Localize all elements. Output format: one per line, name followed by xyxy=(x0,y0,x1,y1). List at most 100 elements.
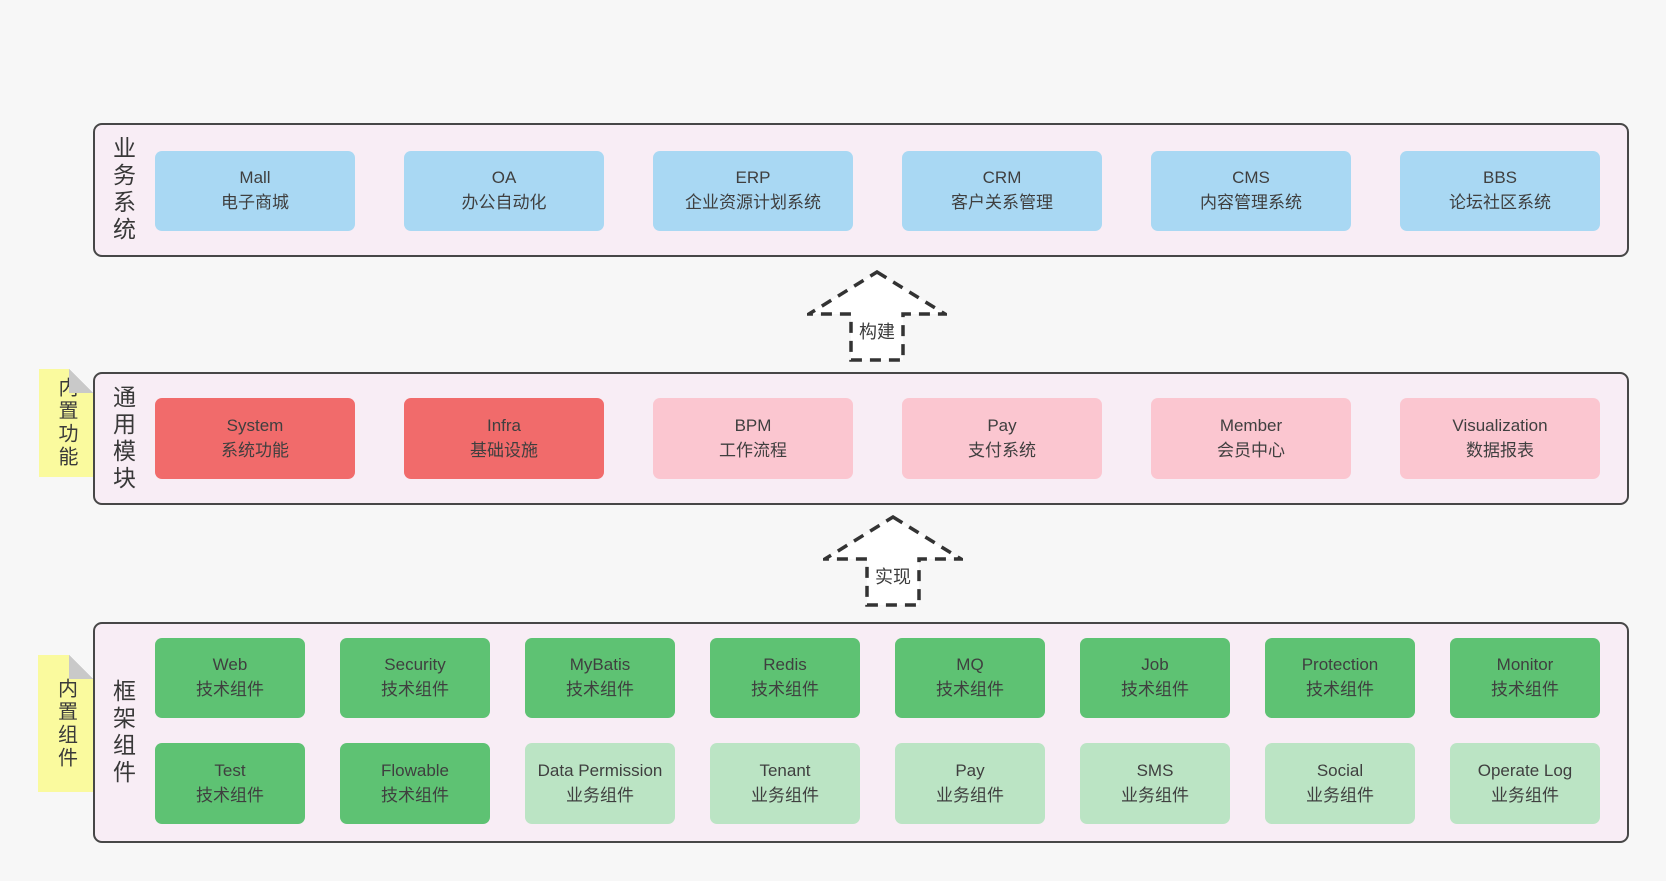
box-security: Security 技术组件 xyxy=(340,638,490,718)
box-title: MQ xyxy=(956,655,984,675)
component-boxes-row1: Web 技术组件 Security 技术组件 MyBatis 技术组件 Redi… xyxy=(95,624,1627,841)
box-social: Social 业务组件 xyxy=(1265,743,1415,824)
box-title: BBS xyxy=(1482,168,1518,188)
box-flowable: Flowable 技术组件 xyxy=(340,743,490,824)
box-sms: SMS 业务组件 xyxy=(1080,743,1230,824)
sticky-note-label: 内置功能 xyxy=(55,377,77,469)
box-erp: ERP 企业资源计划系统 xyxy=(653,151,853,231)
box-title: Operate Log xyxy=(1477,760,1573,780)
box-data-permission: Data Permission 业务组件 xyxy=(525,743,675,824)
box-crm: CRM 客户关系管理 xyxy=(902,151,1102,231)
box-title: BPM xyxy=(734,415,772,435)
box-title: System xyxy=(226,415,284,435)
box-subtitle: 业务组件 xyxy=(1491,785,1559,805)
box-title: Monitor xyxy=(1496,655,1554,675)
layer-framework-components: 框架组件 Web 技术组件 Security 技术组件 MyBatis 技术组件… xyxy=(93,622,1629,843)
box-title: OA xyxy=(491,168,517,188)
box-subtitle: 内容管理系统 xyxy=(1200,193,1302,212)
box-subtitle: 办公自动化 xyxy=(461,193,547,212)
box-infra: Infra 基础设施 xyxy=(404,398,604,479)
box-subtitle: 技术组件 xyxy=(381,785,449,805)
box-subtitle: 基础设施 xyxy=(470,440,538,460)
box-subtitle: 企业资源计划系统 xyxy=(685,193,821,212)
box-subtitle: 业务组件 xyxy=(1121,785,1189,805)
box-title: CRM xyxy=(982,168,1022,188)
box-title: CMS xyxy=(1232,168,1270,188)
box-subtitle: 业务组件 xyxy=(566,785,634,805)
box-subtitle: 客户关系管理 xyxy=(951,193,1053,212)
box-subtitle: 技术组件 xyxy=(566,680,634,699)
box-title: Security xyxy=(384,655,446,675)
box-subtitle: 技术组件 xyxy=(1491,680,1559,699)
box-operate-log: Operate Log 业务组件 xyxy=(1450,743,1600,824)
box-redis: Redis 技术组件 xyxy=(710,638,860,718)
box-title: Flowable xyxy=(380,760,450,780)
box-system: System 系统功能 xyxy=(155,398,355,479)
box-subtitle: 系统功能 xyxy=(221,440,289,460)
box-title: MyBatis xyxy=(569,655,631,675)
box-tenant: Tenant 业务组件 xyxy=(710,743,860,824)
box-title: Infra xyxy=(486,415,522,435)
build-arrow: 构建 xyxy=(807,270,947,362)
layer-label: 业务系统 xyxy=(109,136,136,244)
box-subtitle: 技术组件 xyxy=(381,680,449,699)
layer-business-systems: 业务系统 Mall 电子商城 OA 办公自动化 ERP 企业资源计划系统 CRM… xyxy=(93,123,1629,257)
box-title: Visualization xyxy=(1452,415,1548,435)
box-title: Pay xyxy=(987,415,1017,435)
box-subtitle: 业务组件 xyxy=(751,785,819,805)
layer-label: 通用模块 xyxy=(109,384,136,493)
box-title: Data Permission xyxy=(537,760,663,780)
folded-corner-icon xyxy=(69,655,93,679)
box-title: Mall xyxy=(239,168,271,188)
box-title: Test xyxy=(214,760,246,780)
business-boxes: Mall 电子商城 OA 办公自动化 ERP 企业资源计划系统 CRM 客户关系… xyxy=(95,125,1627,255)
module-boxes: System 系统功能 Infra 基础设施 BPM 工作流程 Pay 支付系统… xyxy=(95,374,1627,503)
up-arrow-icon xyxy=(823,515,963,607)
component-boxes-row2: Test 技术组件 Flowable 技术组件 Data Permission … xyxy=(95,624,1627,841)
box-pay-component: Pay 业务组件 xyxy=(895,743,1045,824)
sticky-note-label: 内置组件 xyxy=(54,677,77,770)
box-title: Tenant xyxy=(759,760,811,780)
arrow-label: 实现 xyxy=(875,567,911,587)
arrow-label: 构建 xyxy=(859,322,895,342)
box-subtitle: 技术组件 xyxy=(1121,680,1189,699)
box-subtitle: 业务组件 xyxy=(1306,785,1374,805)
box-test: Test 技术组件 xyxy=(155,743,305,824)
layer-common-modules: 通用模块 System 系统功能 Infra 基础设施 BPM 工作流程 Pay… xyxy=(93,372,1629,505)
box-title: Social xyxy=(1316,760,1364,780)
box-member: Member 会员中心 xyxy=(1151,398,1351,479)
box-mall: Mall 电子商城 xyxy=(155,151,355,231)
box-monitor: Monitor 技术组件 xyxy=(1450,638,1600,718)
layer-label: 框架组件 xyxy=(109,678,136,787)
box-title: Pay xyxy=(955,760,985,780)
box-subtitle: 论坛社区系统 xyxy=(1449,193,1551,212)
up-arrow-icon xyxy=(807,270,947,362)
box-oa: OA 办公自动化 xyxy=(404,151,604,231)
box-subtitle: 数据报表 xyxy=(1466,440,1534,460)
implement-arrow: 实现 xyxy=(823,515,963,607)
box-subtitle: 技术组件 xyxy=(196,680,264,699)
box-subtitle: 技术组件 xyxy=(196,785,264,805)
box-mq: MQ 技术组件 xyxy=(895,638,1045,718)
box-subtitle: 技术组件 xyxy=(751,680,819,699)
box-bpm: BPM 工作流程 xyxy=(653,398,853,479)
box-title: Member xyxy=(1219,415,1283,435)
box-subtitle: 工作流程 xyxy=(719,440,787,460)
folded-corner-icon xyxy=(69,369,93,393)
box-subtitle: 会员中心 xyxy=(1217,440,1285,460)
box-title: SMS xyxy=(1136,760,1174,780)
box-bbs: BBS 论坛社区系统 xyxy=(1400,151,1600,231)
box-subtitle: 业务组件 xyxy=(936,785,1004,805)
box-web: Web 技术组件 xyxy=(155,638,305,718)
box-subtitle: 支付系统 xyxy=(968,440,1036,460)
box-mybatis: MyBatis 技术组件 xyxy=(525,638,675,718)
sticky-note-built-in-functions: 内置功能 xyxy=(39,369,93,477)
box-visualization: Visualization 数据报表 xyxy=(1400,398,1600,479)
box-title: ERP xyxy=(735,168,771,188)
box-title: Web xyxy=(212,655,248,675)
box-cms: CMS 内容管理系统 xyxy=(1151,151,1351,231)
sticky-note-built-in-components: 内置组件 xyxy=(38,655,93,792)
box-title: Protection xyxy=(1301,655,1379,675)
box-pay: Pay 支付系统 xyxy=(902,398,1102,479)
box-subtitle: 技术组件 xyxy=(936,680,1004,699)
